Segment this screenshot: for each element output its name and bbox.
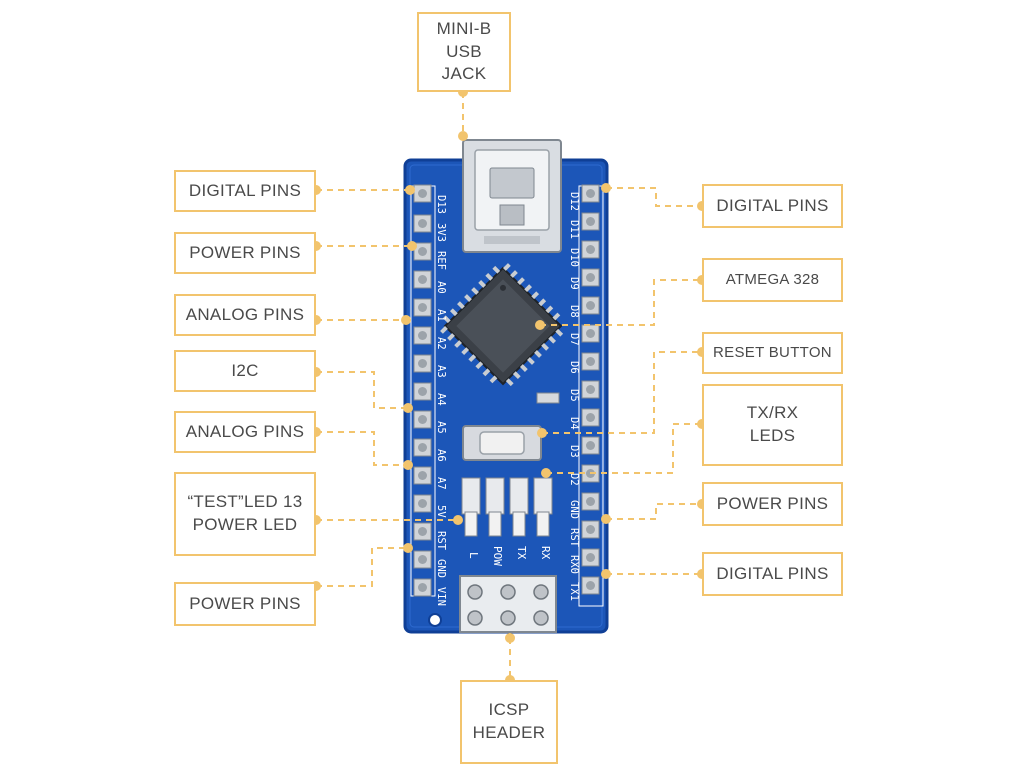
- callout-atmega-328: ATMEGA 328: [702, 258, 843, 302]
- right-pin-label-d10: D10: [568, 248, 580, 267]
- callout-leaders: [316, 92, 702, 680]
- right-pin-label-d8: D8: [568, 305, 580, 318]
- left-pin-label-a5: A5: [435, 421, 447, 434]
- callout-usb-jack: MINI-B USB JACK: [417, 12, 511, 92]
- right-pin-label-d2: D2: [568, 473, 580, 486]
- callout-digital-pins-right-top: DIGITAL PINS: [702, 184, 843, 228]
- atmega-chip: [440, 263, 564, 387]
- mini-usb-jack: [462, 139, 562, 253]
- callout-i2c: I2C: [174, 350, 316, 392]
- leader-digital-right-top: [606, 187, 702, 207]
- left-pin-label-d13: D13: [435, 195, 447, 214]
- left-pin-label-a2: A2: [435, 337, 447, 350]
- leader-analog-left-bottom: [316, 431, 408, 466]
- leader-txrx: [546, 423, 702, 474]
- callout-analog-pins-left-bottom: ANALOG PINS: [174, 411, 316, 453]
- left-pin-label-vin: VIN: [435, 587, 447, 606]
- left-pin-label-a4: A4: [435, 393, 447, 406]
- callout-digital-pins-left: DIGITAL PINS: [174, 170, 316, 212]
- right-pin-label-d5: D5: [568, 389, 580, 402]
- icsp-header: [459, 575, 557, 633]
- leader-power-left-bottom: [316, 547, 408, 587]
- callout-power-pins-left-bottom: POWER PINS: [174, 582, 316, 626]
- left-pin-label-a3: A3: [435, 365, 447, 378]
- left-pin-row: [413, 184, 432, 597]
- right-pin-label-d6: D6: [568, 361, 580, 374]
- right-pin-label-d11: D11: [568, 220, 580, 239]
- left-pin-label-a0: A0: [435, 281, 447, 294]
- led-label-l: L: [467, 552, 480, 559]
- left-pin-label-ref: REF: [435, 251, 447, 270]
- callout-test-led-power-led: “TEST”LED 13 POWER LED: [174, 472, 316, 556]
- leader-power-right: [606, 503, 702, 520]
- right-pin-label-tx1: TX1: [568, 582, 580, 601]
- led-label-pow: POW: [491, 546, 504, 566]
- left-pin-label-rst: RST: [435, 531, 447, 551]
- leader-atmega: [540, 279, 702, 326]
- callout-analog-pins-left-top: ANALOG PINS: [174, 294, 316, 336]
- left-pin-label-a6: A6: [435, 449, 447, 462]
- callout-power-pins-left-top: POWER PINS: [174, 232, 316, 274]
- led-label-tx: TX: [515, 546, 528, 560]
- right-pin-row: [581, 184, 600, 595]
- reset-button[interactable]: [462, 425, 542, 461]
- right-pin-label-d9: D9: [568, 277, 580, 290]
- right-pin-label-d4: D4: [568, 417, 580, 430]
- callout-power-pins-right: POWER PINS: [702, 482, 843, 526]
- right-pin-label-rst: RST: [568, 528, 580, 548]
- leader-i2c: [316, 371, 408, 409]
- callout-tx-rx-leds: TX/RX LEDS: [702, 384, 843, 466]
- crystal-component: [536, 392, 560, 404]
- left-pin-label-gnd: GND: [435, 559, 447, 578]
- right-pin-label-rx0: RX0: [568, 555, 580, 574]
- left-pin-label-3v3: 3V3: [435, 223, 447, 242]
- right-pin-label-d3: D3: [568, 445, 580, 458]
- right-pin-label-d12: D12: [568, 192, 580, 211]
- right-pin-label-gnd: GND: [568, 500, 580, 519]
- leader-reset: [542, 351, 702, 434]
- callout-digital-pins-right-bottom: DIGITAL PINS: [702, 552, 843, 596]
- left-pin-label-5v: 5V: [435, 505, 447, 518]
- status-leds: [461, 477, 553, 537]
- left-pin-label-a7: A7: [435, 477, 447, 490]
- mounting-hole: [428, 613, 442, 627]
- callout-reset-button: RESET BUTTON: [702, 332, 843, 374]
- led-label-rx: RX: [539, 546, 552, 560]
- callout-icsp-header: ICSP HEADER: [460, 680, 558, 764]
- left-pin-label-a1: A1: [435, 309, 447, 322]
- right-pin-label-d7: D7: [568, 333, 580, 346]
